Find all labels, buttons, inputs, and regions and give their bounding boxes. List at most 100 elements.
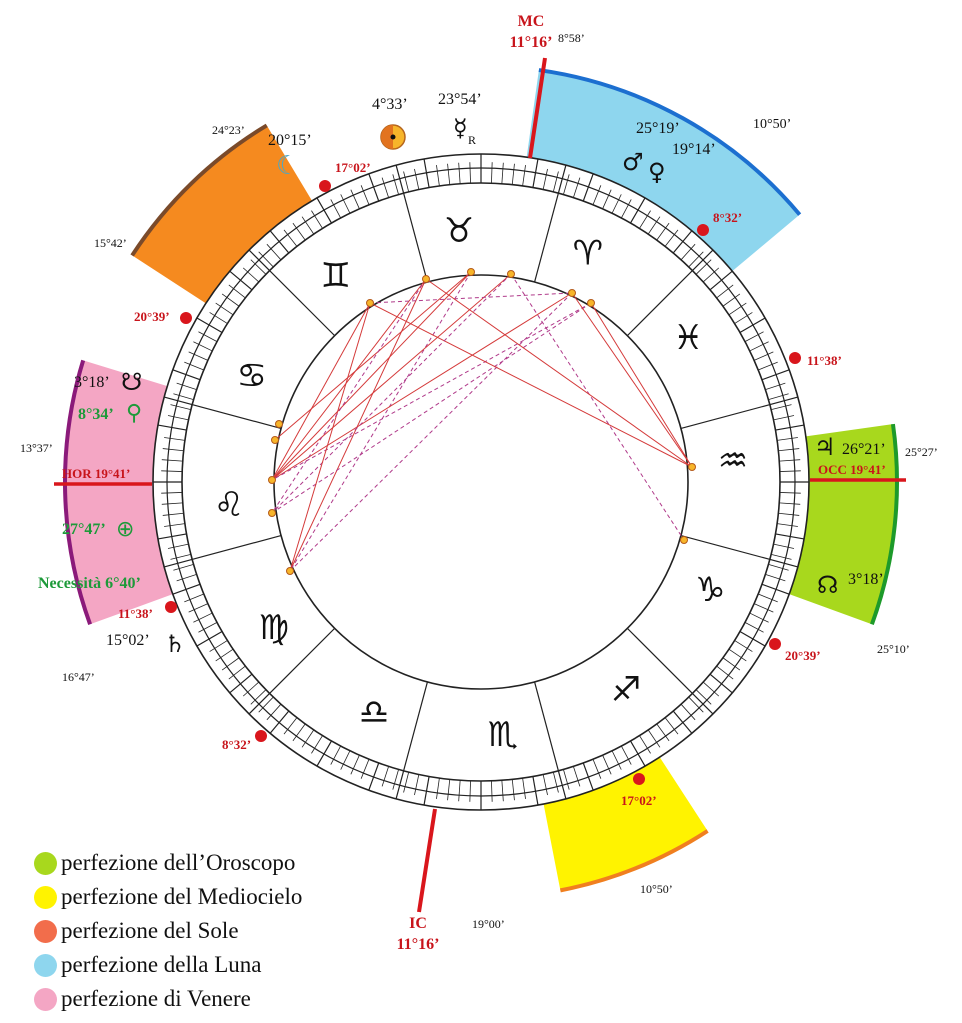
tick xyxy=(161,492,183,494)
mc-line xyxy=(528,57,547,159)
saturn-degree: 15°02’ xyxy=(106,632,150,649)
tick xyxy=(647,729,661,748)
tick xyxy=(779,502,801,505)
aspect-line xyxy=(271,271,472,481)
tick xyxy=(209,640,228,652)
tick xyxy=(198,331,218,342)
tick xyxy=(779,492,801,494)
aspect-point xyxy=(275,420,283,428)
cusp-dot xyxy=(255,730,267,742)
tick xyxy=(301,729,315,748)
sign-divider xyxy=(533,681,567,799)
tick xyxy=(522,165,526,186)
tick xyxy=(688,251,704,268)
sign-divider xyxy=(680,534,798,568)
tick xyxy=(749,341,769,352)
legend-item-mediocielo: perfezione del Mediocielo xyxy=(34,880,302,914)
tick xyxy=(161,459,183,462)
cusp-dot xyxy=(180,312,192,324)
tick xyxy=(680,703,696,721)
aspect-point xyxy=(587,299,595,307)
angle-labels: MC 11°16’ IC 11°16’ HOR 19°41’ OCC 19°41… xyxy=(62,13,886,953)
sun-icon xyxy=(380,124,406,150)
tick xyxy=(301,216,315,235)
aspect-line xyxy=(271,273,512,481)
ic-name: IC xyxy=(409,915,427,932)
legend-label: perfezione di Venere xyxy=(61,986,251,1011)
tick xyxy=(552,772,559,793)
tick xyxy=(734,312,753,324)
aspect-point xyxy=(422,275,430,283)
sign-divider xyxy=(164,396,282,430)
sector-edge-luna xyxy=(538,68,802,216)
tick xyxy=(688,696,704,713)
sector-medio xyxy=(543,757,708,891)
tick xyxy=(758,593,778,603)
sign-cancer-icon: ♋ xyxy=(236,356,266,396)
tick xyxy=(647,216,661,235)
tick xyxy=(173,564,194,571)
legend-swatch xyxy=(34,919,57,943)
sign-aries-icon: ♈ xyxy=(573,234,603,274)
sign-divider xyxy=(248,249,336,337)
tick xyxy=(511,779,515,801)
tick xyxy=(381,177,389,198)
tick xyxy=(639,735,651,754)
tick xyxy=(749,612,769,623)
ic-degree: 11°16’ xyxy=(397,936,440,953)
sign-gemini-icon: ♊ xyxy=(321,256,351,296)
aspect-line xyxy=(274,271,472,441)
tick xyxy=(469,162,471,184)
tick xyxy=(392,769,399,790)
tick xyxy=(340,750,351,770)
legend-swatch xyxy=(34,851,57,875)
sign-divider xyxy=(164,534,282,568)
aspect-point xyxy=(467,268,475,276)
tick xyxy=(777,437,798,441)
tick xyxy=(778,512,800,516)
eros-icon: ⚲ xyxy=(126,401,142,426)
aspect-line xyxy=(289,271,472,572)
sign-divider xyxy=(395,165,429,283)
aspect-point xyxy=(680,536,688,544)
tick xyxy=(621,745,632,765)
tick xyxy=(258,251,274,268)
tick xyxy=(777,523,798,527)
occ-label: OCC 19°41’ xyxy=(818,462,886,477)
cusp-dot xyxy=(697,224,709,236)
tick xyxy=(184,593,204,603)
tick xyxy=(330,745,341,765)
sign-glyphs: ♉♈♓♒♑♐♏♎♍♌♋♊ xyxy=(214,211,749,755)
sign-divider xyxy=(395,681,429,799)
legend-label: perfezione della Luna xyxy=(61,952,262,977)
tick xyxy=(392,174,399,195)
aspect-points xyxy=(268,268,696,575)
tick xyxy=(330,199,341,219)
zodiac-wheel: ♉♈♓♒♑♐♏♎♍♌♋♊ xyxy=(152,153,810,811)
tick xyxy=(188,603,209,613)
tick xyxy=(602,754,612,775)
tick xyxy=(563,769,570,790)
tick xyxy=(266,703,282,721)
aspect-line xyxy=(271,292,573,481)
ic-line xyxy=(417,808,437,913)
sector-medio-end: 19°00’ xyxy=(472,917,505,931)
tick xyxy=(592,185,602,205)
tick xyxy=(611,750,622,770)
sign-libra-icon: ♎ xyxy=(359,692,389,732)
tick xyxy=(193,612,213,623)
north-node-degree: 3°18’ xyxy=(848,571,884,588)
tick xyxy=(414,168,420,190)
cusp-dot xyxy=(789,352,801,364)
tick xyxy=(491,162,493,184)
tick xyxy=(680,243,696,261)
cusp-label-gemini: 17°02’ xyxy=(335,160,371,175)
tick xyxy=(542,774,548,796)
tick xyxy=(573,766,581,787)
tick xyxy=(664,717,679,735)
tick xyxy=(722,657,741,671)
aspect-line xyxy=(289,292,573,572)
tick-ring xyxy=(166,167,796,797)
tick xyxy=(716,284,734,299)
